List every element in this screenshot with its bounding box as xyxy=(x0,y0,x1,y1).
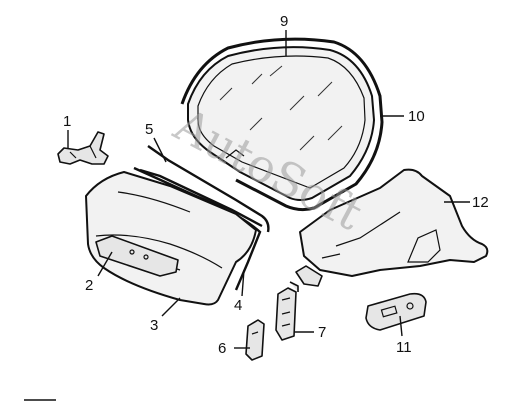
license-plate-trim xyxy=(95,235,179,277)
leader-lines xyxy=(67,30,470,349)
latch-bracket xyxy=(275,281,299,341)
callout-9: 9 xyxy=(280,13,288,30)
callout-1: 1 xyxy=(63,113,71,130)
callout-10: 10 xyxy=(408,108,425,125)
tailgate-weatherstrip xyxy=(139,145,270,233)
handle-plate xyxy=(365,292,427,331)
tailgate-hinge xyxy=(57,131,109,165)
callout-5: 5 xyxy=(145,121,153,138)
callout-6: 6 xyxy=(218,340,226,357)
small-plate xyxy=(245,319,265,361)
callout-11: 11 xyxy=(396,339,412,356)
callout-7: 7 xyxy=(318,324,326,341)
clip-bracket xyxy=(295,265,323,287)
callout-12: 12 xyxy=(472,194,489,211)
callout-2: 2 xyxy=(85,277,93,294)
callout-4: 4 xyxy=(234,297,242,314)
rear-window-glass xyxy=(187,46,375,201)
glass-seal xyxy=(180,37,384,212)
callout-3: 3 xyxy=(150,317,158,334)
side-trim-panel xyxy=(299,168,489,277)
